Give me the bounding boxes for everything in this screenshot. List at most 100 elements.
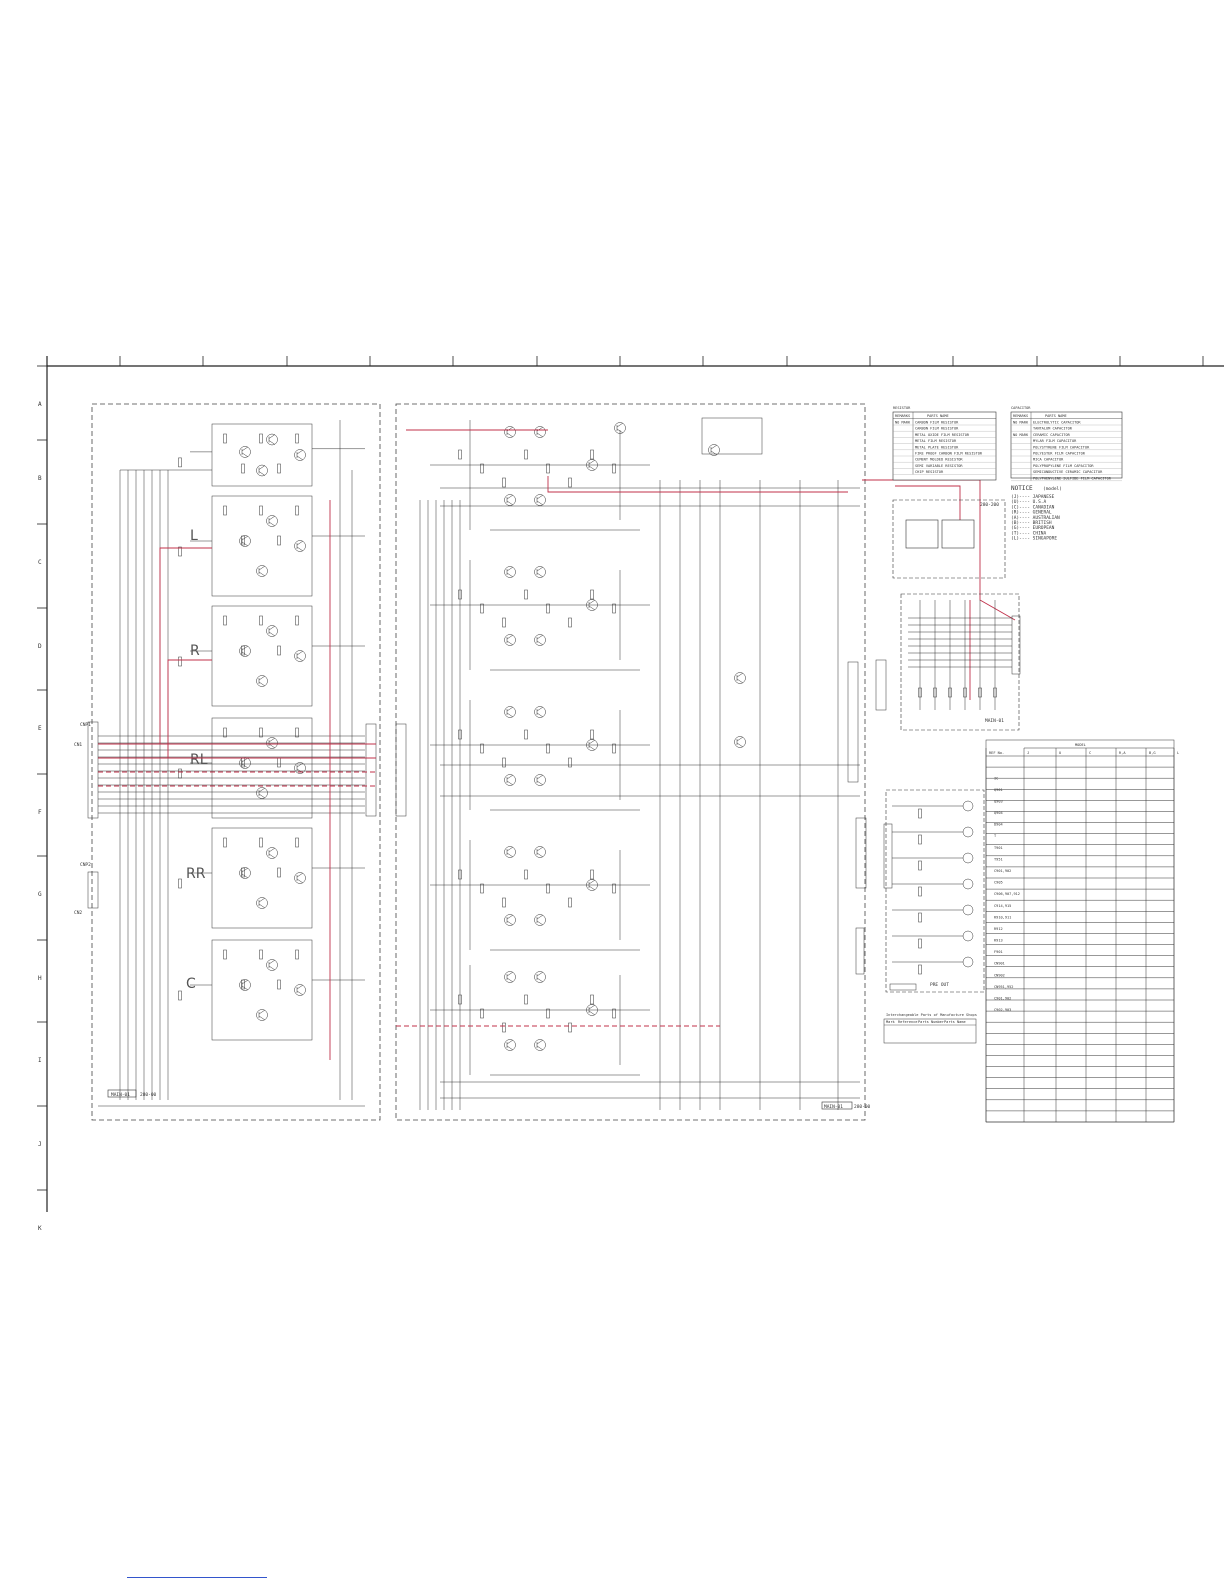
transistor-symbol xyxy=(258,565,266,571)
transistor-symbol xyxy=(296,762,304,768)
svg-text:Interchangeable Parts of Manuf: Interchangeable Parts of Manufacture Sho… xyxy=(886,1013,977,1017)
table-row-ref: T951 xyxy=(994,857,1003,861)
resistor-symbol xyxy=(480,603,484,614)
resistor-symbol xyxy=(480,1008,484,1019)
transistor-symbol xyxy=(710,450,718,456)
transistor-symbol xyxy=(241,757,249,763)
table-row-ref: Q903 xyxy=(994,799,1003,803)
transistor-symbol xyxy=(614,422,626,434)
transistor-symbol xyxy=(506,920,514,926)
signal-path-highlight xyxy=(98,429,1016,1060)
connector-symbol xyxy=(395,723,407,817)
transistor-symbol xyxy=(296,449,304,455)
resistor-symbol xyxy=(178,546,182,557)
interchangeable-parts-table: Interchangeable Parts of Manufacture Sho… xyxy=(883,1013,977,1044)
transistor-symbol xyxy=(256,464,268,477)
transistor-symbol xyxy=(258,903,266,909)
table-cell: NO MARK xyxy=(1013,433,1029,437)
table-row-ref: R913 xyxy=(994,939,1003,943)
resistor-symbol xyxy=(259,505,263,516)
output-board: PRE OUT xyxy=(883,789,985,993)
transistor-symbol xyxy=(588,1010,596,1016)
transistor-symbol xyxy=(258,1009,266,1015)
transistor-symbol xyxy=(294,984,306,996)
resistor-symbol xyxy=(241,979,245,990)
transistor-symbol xyxy=(256,1009,268,1021)
resistor-symbol xyxy=(502,1022,506,1033)
table-row-ref: F901 xyxy=(994,950,1003,954)
notice-line: (C)---- CANADIAN xyxy=(1011,504,1055,510)
resistor-symbol xyxy=(277,535,281,546)
jack-symbol xyxy=(962,826,974,838)
transistor-symbol xyxy=(506,977,514,983)
transistor-symbol xyxy=(506,572,514,578)
transistor-symbol xyxy=(241,979,249,985)
resistor-symbol xyxy=(978,687,982,698)
resistor-symbol xyxy=(568,617,572,628)
transistor-symbol xyxy=(241,452,249,458)
transistor-symbol xyxy=(536,914,544,920)
transistor-symbol xyxy=(506,634,514,640)
transistor-symbol xyxy=(616,422,624,428)
resistor-symbol xyxy=(259,949,263,960)
channel-label-rl: RL xyxy=(190,752,208,768)
resistor-symbol xyxy=(277,645,281,656)
transistor-symbol xyxy=(268,515,276,521)
transistor-symbol xyxy=(506,494,514,500)
resistor-symbol xyxy=(918,687,922,698)
transistor-symbol xyxy=(536,780,544,786)
connector-symbol xyxy=(87,871,99,909)
center-board: MAIN-01 280-00 xyxy=(395,403,887,1121)
table-row-ref: C901,902 xyxy=(994,869,1011,873)
resistor-symbol xyxy=(223,505,227,516)
transistor-symbol xyxy=(536,572,544,578)
resistor-symbol xyxy=(568,757,572,768)
svg-text:Reference: Reference xyxy=(898,1020,917,1024)
table-row-ref: CN902 xyxy=(994,973,1005,977)
resistor-symbol xyxy=(568,897,572,908)
transistor-symbol xyxy=(258,1015,266,1021)
svg-text:Mark: Mark xyxy=(886,1020,895,1024)
transistor-symbol xyxy=(736,672,744,678)
table-cell: PARTS NAME xyxy=(1045,414,1067,418)
grid-row-letter: J xyxy=(38,1141,42,1148)
transistor-symbol xyxy=(504,494,516,506)
transistor-symbol xyxy=(296,656,304,662)
left-board: L R RL RR C CNP1 CNP2 CN1 CN2 MAIN-01 28… xyxy=(74,403,407,1121)
resistor-symbol xyxy=(524,589,528,600)
notice-line: (G)---- EUROPEAN xyxy=(1011,525,1055,531)
resistor-symbol xyxy=(223,433,227,444)
notice-block: NOTICE (model) (J)---- JAPANESE(U)---- U… xyxy=(1011,485,1062,542)
table-row-ref: CN901 xyxy=(994,962,1005,966)
resistor-symbol xyxy=(178,768,182,779)
transistor-symbol xyxy=(296,990,304,996)
amplifier-stage xyxy=(211,939,313,1041)
resistor-symbol xyxy=(178,457,182,468)
table-cell: ELECTROLYTIC CAPACITOR xyxy=(1033,421,1081,425)
transistor-symbol xyxy=(504,846,516,858)
footer-link-underline[interactable] xyxy=(127,1577,267,1578)
table-header-cell: U xyxy=(1059,751,1061,755)
resistor-symbol xyxy=(259,433,263,444)
transistor-symbol xyxy=(258,465,266,470)
transistor-symbol xyxy=(710,444,718,450)
transistor-symbol xyxy=(256,675,268,687)
transistor-symbol xyxy=(296,650,304,656)
transistor-symbol xyxy=(258,787,266,793)
resistor-symbol xyxy=(918,834,922,845)
table-row-ref: T901 xyxy=(994,846,1003,850)
amplifier-stage xyxy=(211,605,313,707)
resistor-symbol xyxy=(612,883,616,894)
table-cell: POLYESTER FILM CAPACITOR xyxy=(1033,452,1086,456)
table-header-cell: C xyxy=(1089,751,1091,755)
resistor-symbol xyxy=(277,463,281,474)
table-row-ref: C914,915 xyxy=(994,904,1011,908)
table-header-cell: B,G xyxy=(1149,751,1156,755)
transistor-symbol xyxy=(504,774,516,786)
left-board-footer-code: 280-00 xyxy=(140,1092,157,1098)
channel-label-c: C xyxy=(186,976,196,992)
transistor-symbol xyxy=(296,872,304,878)
table-cell: CEMENT MOLDED RESISTOR xyxy=(915,458,963,462)
transistor-symbol xyxy=(506,914,514,920)
jack-symbol xyxy=(962,930,974,942)
